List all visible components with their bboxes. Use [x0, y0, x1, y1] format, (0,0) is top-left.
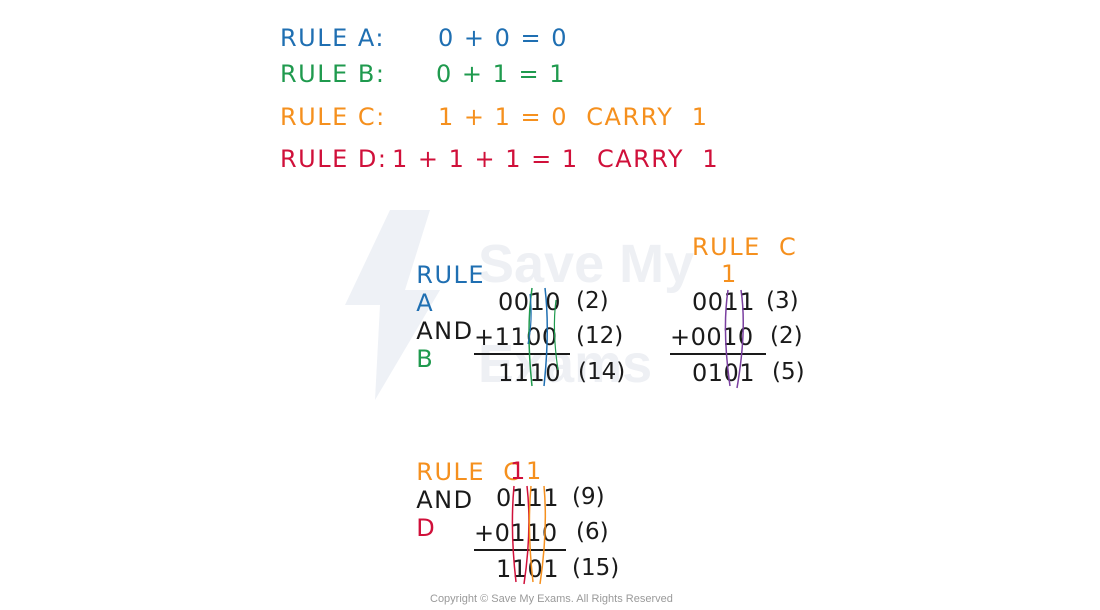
- rule-c-equation: 1 + 1 = 0 CARRY 1: [438, 103, 709, 131]
- watermark-line1: Save My: [478, 234, 695, 294]
- example2-sum-line: [670, 353, 766, 355]
- example3-mark-orange-2: [539, 485, 547, 585]
- example2-top-operand: 0011: [692, 288, 756, 316]
- rule-d-label: RULE D:: [280, 145, 388, 173]
- rule-c-label: RULE C:: [280, 103, 386, 131]
- example2-mark-purple-1: [724, 289, 731, 387]
- example3-bottom-operand: +0110: [474, 519, 558, 547]
- example3-top-decimal: (9): [572, 484, 605, 510]
- example1-mark-green-2: [553, 299, 559, 371]
- example2-mark-purple-2: [736, 289, 744, 389]
- example2-result-decimal: (5): [772, 359, 805, 385]
- example2-bottom-operand: +0010: [670, 323, 754, 351]
- example2-title: RULE C: [692, 233, 798, 261]
- example3-sum-line: [474, 549, 566, 551]
- example3-bottom-decimal: (6): [576, 519, 609, 545]
- example2-bottom-decimal: (2): [770, 323, 803, 349]
- example3-title: RULE C AND D: [398, 430, 522, 542]
- watermark-line2: Exams: [478, 334, 653, 394]
- example1-result: 1110: [498, 359, 562, 387]
- example3-result-decimal: (15): [572, 555, 620, 581]
- example1-title-and: AND: [416, 317, 474, 345]
- rule-b-label: RULE B:: [280, 60, 386, 88]
- rule-b-equation: 0 + 1 = 1: [436, 60, 567, 88]
- example1-bottom-decimal: (12): [576, 323, 624, 349]
- example1-result-decimal: (14): [578, 359, 626, 385]
- example1-mark-blue-1: [543, 287, 548, 387]
- example2-carry: 1: [721, 260, 737, 288]
- example1-sum-line: [474, 353, 570, 355]
- example3-mark-red-2: [523, 485, 530, 585]
- example1-mark-blue-2: [527, 293, 532, 345]
- example3-title-d: D: [416, 514, 437, 542]
- example3-mark-red-1: [511, 485, 517, 583]
- example3-title-and: AND: [416, 486, 474, 514]
- example3-title-c: RULE C: [416, 458, 522, 486]
- rule-a-label: RULE A:: [280, 24, 385, 52]
- example1-title-a: A: [416, 289, 435, 317]
- example2-top-decimal: (3): [766, 288, 799, 314]
- example1-bottom-operand: +1100: [474, 323, 558, 351]
- example1-title: RULE A AND B: [398, 233, 485, 373]
- example1-mark-green-1: [528, 287, 533, 387]
- example2-result: 0101: [692, 359, 756, 387]
- example3-mark-orange-1: [528, 485, 534, 583]
- example1-title-rule: RULE: [416, 261, 486, 289]
- example1-title-b: B: [416, 345, 435, 373]
- example3-carry-red: 1: [510, 457, 526, 485]
- example3-carry-orange: 1: [526, 457, 542, 485]
- copyright-notice: Copyright © Save My Exams. All Rights Re…: [430, 593, 673, 605]
- rule-d-equation: 1 + 1 + 1 = 1 CARRY 1: [392, 145, 720, 173]
- example1-top-decimal: (2): [576, 288, 609, 314]
- rule-a-equation: 0 + 0 = 0: [438, 24, 569, 52]
